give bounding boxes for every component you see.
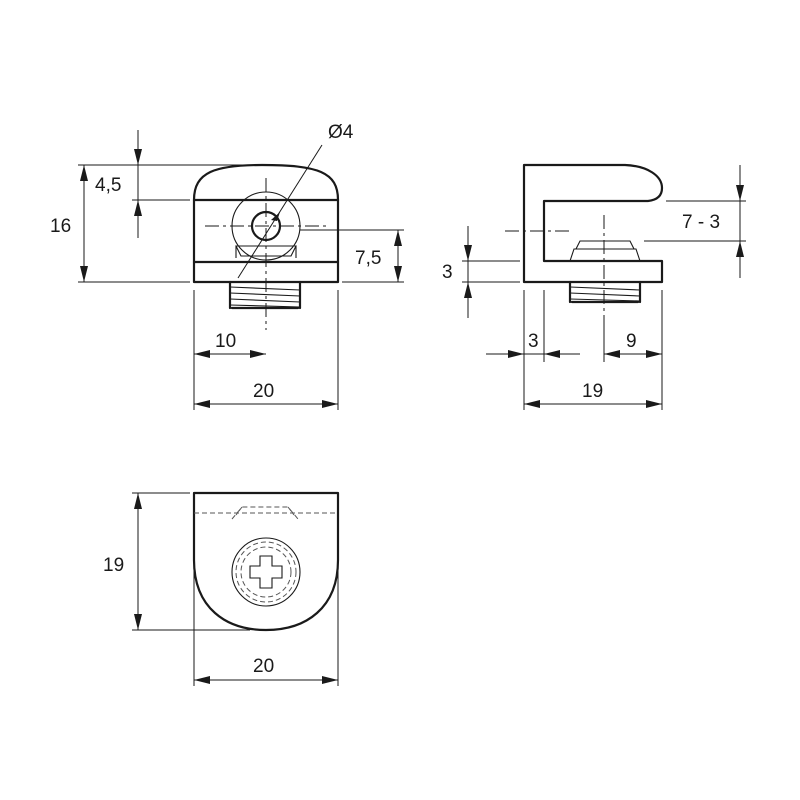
- side-view-dimensions: 7 - 3 3 3 9 19: [442, 165, 746, 410]
- side-view-body-outline: [522, 163, 664, 284]
- hole-diameter-label: Ø4: [328, 122, 354, 143]
- front-view-screw-shank: [235, 246, 297, 258]
- side-view-screw-thread: [568, 280, 642, 304]
- front-view-dimensions: 16 4,5 Ø4 7,5 10 20: [50, 122, 404, 410]
- front-view: [192, 144, 340, 330]
- side-view: [505, 163, 664, 322]
- side-depth-label: 19: [582, 381, 603, 402]
- top-view-hidden-thread-circle: [235, 541, 297, 603]
- top-view-screw-head: [231, 537, 301, 607]
- top-view-hidden-clamp: [231, 506, 299, 520]
- top-view: [192, 491, 340, 632]
- side-bottom-thickness-label: 3: [442, 262, 453, 283]
- side-view-screw-head: [575, 240, 635, 250]
- hole-leader-line: [237, 144, 323, 279]
- front-top-height-label: 4,5: [95, 175, 121, 196]
- front-view-screw-head: [235, 245, 297, 257]
- top-depth-label: 19: [103, 555, 124, 576]
- side-wall-thickness-label: 3: [528, 331, 539, 352]
- front-half-width-label: 10: [215, 331, 236, 352]
- front-view-screw-thread: [228, 280, 302, 310]
- top-view-dimensions: 19 20: [103, 492, 339, 686]
- top-view-body-outline: [192, 491, 340, 632]
- side-gap-label: 7 - 3: [682, 212, 720, 233]
- side-screw-offset-label: 9: [626, 331, 637, 352]
- front-height-total-label: 16: [50, 216, 71, 237]
- top-width-label: 20: [253, 656, 274, 677]
- top-view-phillips-cross-icon: [249, 555, 283, 589]
- front-screw-height-label: 7,5: [355, 248, 381, 269]
- front-width-label: 20: [253, 381, 274, 402]
- front-view-body-outline: [192, 163, 340, 284]
